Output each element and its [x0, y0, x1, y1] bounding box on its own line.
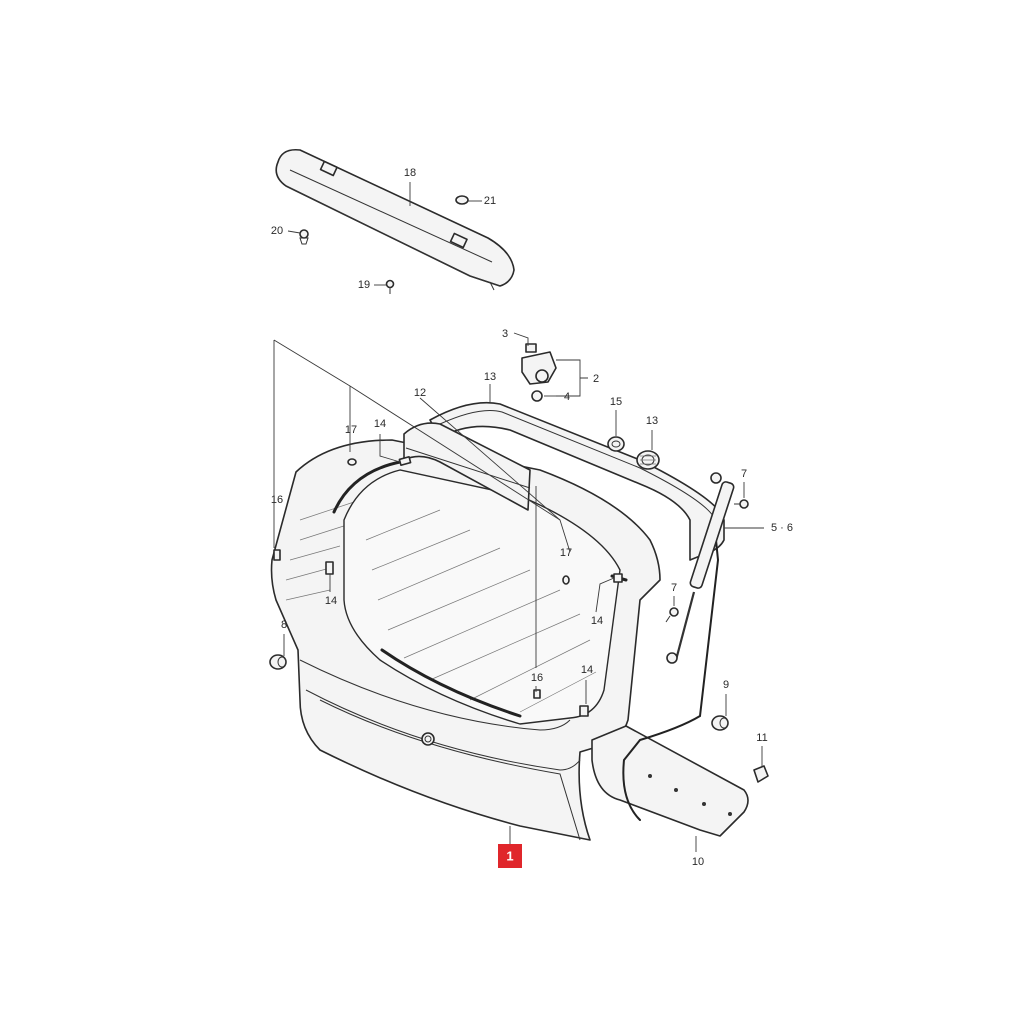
callout-14-right: 14 — [591, 615, 603, 627]
screw-19-part — [385, 279, 395, 294]
grommet-15-part — [607, 436, 625, 452]
callout-4: 4 — [564, 391, 570, 403]
callout-9: 9 — [723, 679, 729, 691]
clip-11-part — [753, 765, 769, 783]
callout-14-top: 14 — [374, 418, 386, 430]
bumper-8-part — [269, 654, 287, 670]
clip-14-c-part — [613, 573, 623, 583]
callout-1-highlight-box — [498, 844, 522, 868]
grommet-13-part — [636, 450, 660, 470]
callout-10: 10 — [692, 856, 704, 868]
bumper-9-part — [711, 715, 729, 731]
plug-17-right-part — [562, 575, 570, 585]
callout-18: 18 — [404, 167, 416, 179]
plug-17-left-part — [347, 458, 357, 466]
clip-14-b-part — [325, 561, 334, 575]
callout-7-lower: 7 — [671, 582, 677, 594]
callout-16-right: 16 — [531, 672, 543, 684]
leader-lines — [273, 182, 764, 852]
callout-12: 12 — [414, 387, 426, 399]
callout-15: 15 — [610, 396, 622, 408]
callout-2: 2 — [593, 373, 599, 385]
callout-14-bottom: 14 — [581, 664, 593, 676]
glass-moulding-part — [403, 422, 531, 511]
plug-16-left-part — [273, 549, 281, 561]
clip-21-part — [455, 195, 469, 205]
callout-11: 11 — [756, 732, 767, 744]
spoiler-trim-part — [275, 148, 515, 291]
bolt-7-upper-part — [734, 499, 749, 509]
plug-16-right-part — [533, 689, 541, 699]
callout-14-left: 14 — [325, 595, 337, 607]
hinge-part — [521, 343, 557, 402]
callout-19: 19 — [358, 279, 370, 291]
callout-7-upper: 7 — [741, 468, 747, 480]
callout-labels: 1 2 3 4 5 · 6 7 7 8 9 10 11 12 13 13 14 … — [271, 167, 793, 868]
clip-14-a-part — [398, 456, 412, 466]
callout-16-left: 16 — [271, 494, 283, 506]
callout-17-right: 17 — [560, 547, 572, 559]
callout-20: 20 — [271, 225, 283, 237]
bolt-7-lower-part — [665, 607, 679, 623]
clip-20-part — [299, 229, 309, 245]
weatherstrip-lower-part — [622, 539, 720, 821]
rear-glass-part — [332, 460, 628, 725]
callout-5-6: 5 · 6 — [771, 522, 793, 534]
callout-13-right: 13 — [646, 415, 658, 427]
callout-8: 8 — [281, 619, 287, 631]
weatherstrip-upper-part — [429, 401, 725, 561]
callout-17-left: 17 — [345, 424, 357, 436]
callout-3: 3 — [502, 328, 508, 340]
gas-strut-part — [666, 472, 735, 664]
inner-trim-panel-part — [591, 725, 749, 837]
callout-21: 21 — [484, 195, 496, 207]
callout-13-upper: 13 — [484, 371, 496, 383]
clip-14-d-part — [579, 705, 589, 717]
callout-1: 1 — [506, 848, 513, 863]
